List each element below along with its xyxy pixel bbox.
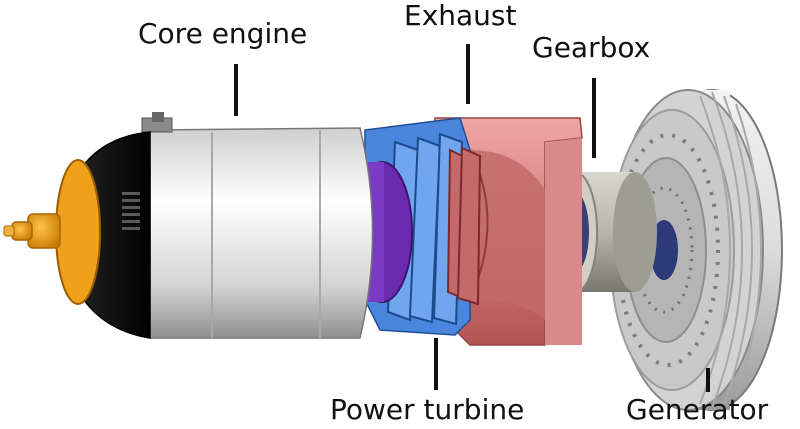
fuel-nozzle [3, 213, 61, 249]
leader-gearbox [592, 78, 596, 158]
leader-exhaust [466, 44, 470, 104]
label-core-engine: Core engine [138, 17, 308, 50]
label-gearbox: Gearbox [532, 31, 651, 64]
vent-slots-icon [122, 192, 140, 230]
label-exhaust: Exhaust [404, 0, 517, 32]
generator-fins-icon [699, 91, 762, 409]
generator [609, 89, 783, 411]
label-generator: Generator [626, 393, 769, 426]
leader-power-turbine [434, 338, 438, 390]
core-engine [141, 112, 374, 339]
nose-cone [55, 131, 151, 339]
leader-generator [706, 368, 710, 392]
leader-core-engine [234, 64, 238, 116]
label-power-turbine: Power turbine [330, 393, 525, 426]
